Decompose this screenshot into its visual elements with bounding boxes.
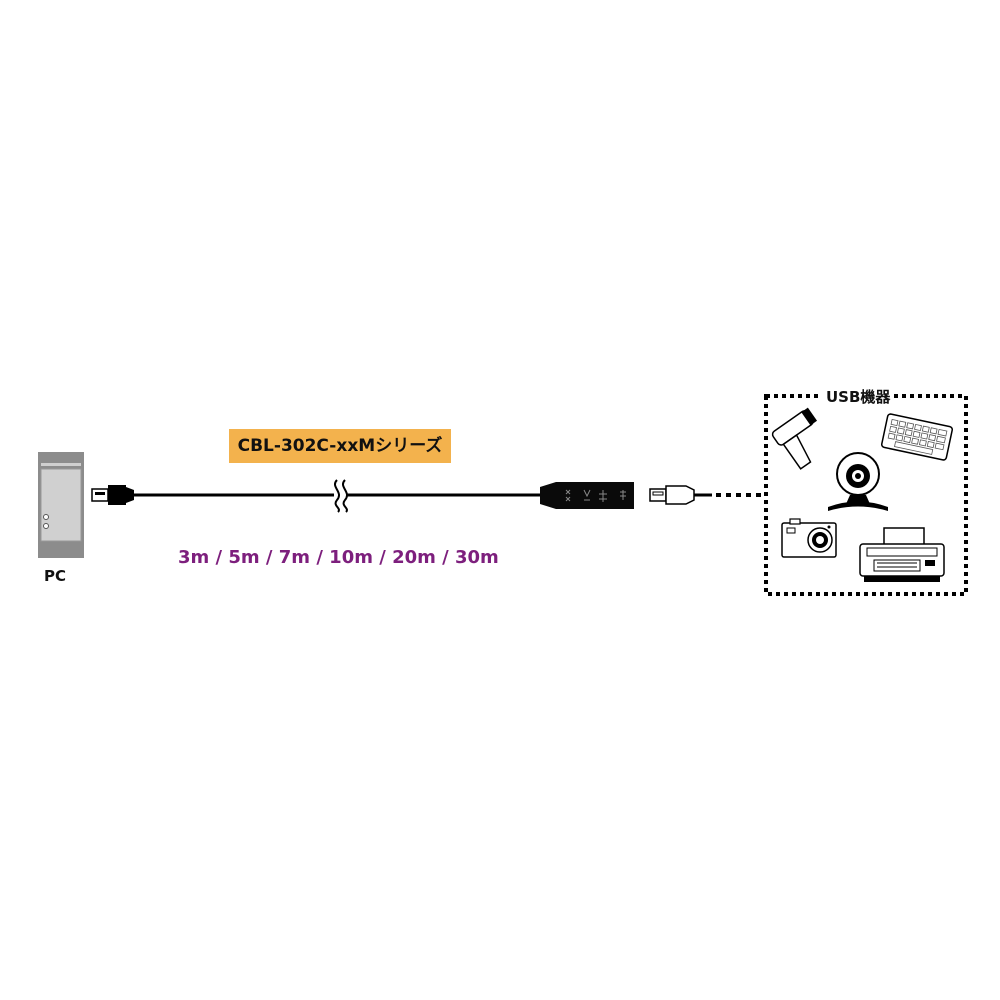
active-repeater-icon: [540, 482, 634, 509]
cable-length-options: 3m / 5m / 7m / 10m / 20m / 30m: [178, 547, 499, 568]
webcam-icon: [828, 452, 888, 511]
digital-camera-icon: [781, 518, 837, 558]
model-label-badge: CBL-302C-xxMシリーズ: [229, 429, 451, 463]
pc-tower-icon: [38, 452, 84, 558]
usb-a-plug-icon: [91, 485, 134, 505]
barcode-scanner-icon: [771, 407, 818, 470]
printer-icon: [859, 527, 945, 582]
pc-label: PC: [44, 567, 67, 585]
keyboard-icon: [880, 413, 954, 461]
cable: [134, 479, 540, 513]
usb-devices-label: USB機器: [822, 386, 895, 407]
usb-plug-icon: [649, 485, 764, 505]
